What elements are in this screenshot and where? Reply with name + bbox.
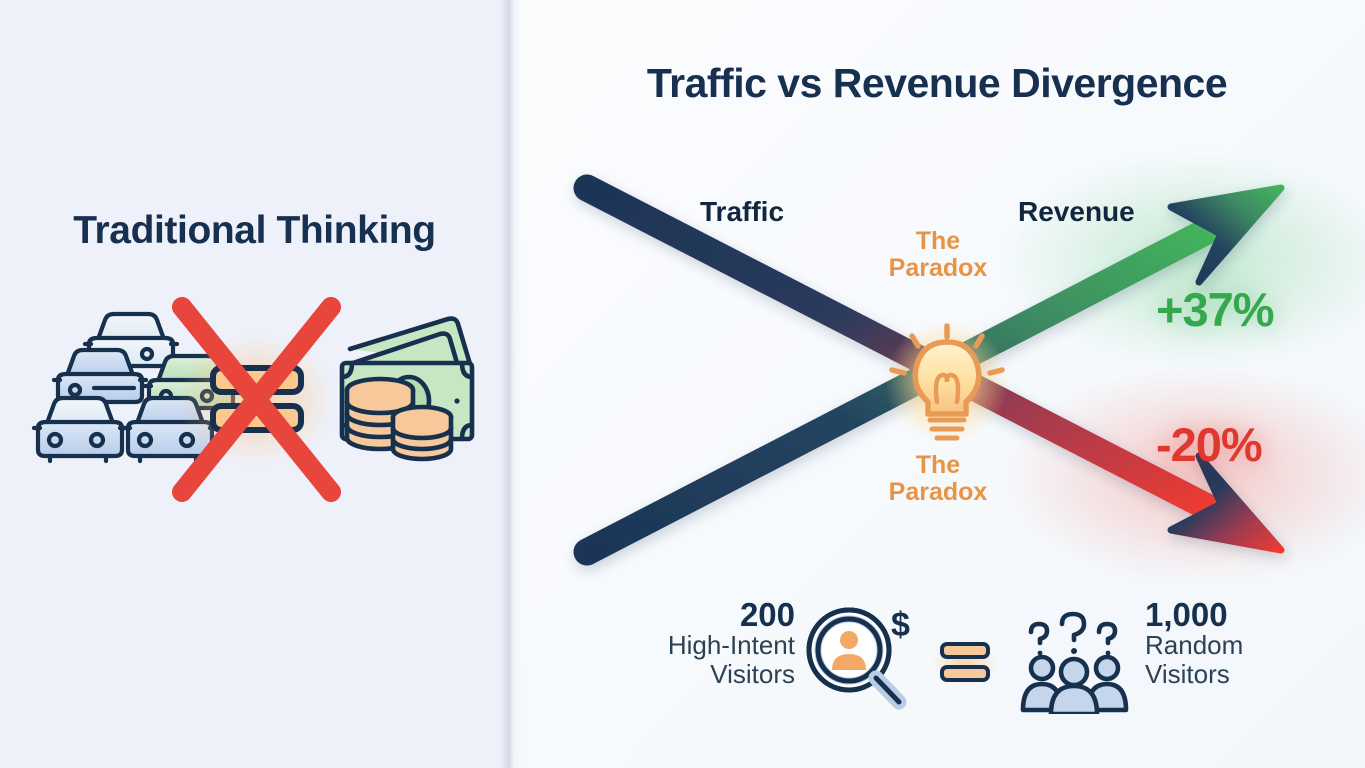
bulb-rays	[889, 323, 1005, 376]
red-halo	[999, 365, 1365, 585]
left-panel: Traditional Thinking	[0, 0, 509, 768]
paradox-label-top: The Paradox	[888, 227, 988, 282]
paradox-label-bottom: The Paradox	[888, 451, 988, 506]
red-x-cross-icon	[172, 297, 341, 502]
left-panel-title: Traditional Thinking	[73, 209, 436, 252]
dollar-symbol: $	[891, 606, 910, 644]
arrow-label-traffic: Traffic	[700, 196, 785, 227]
magnifier-person-dollar-icon: $	[806, 606, 910, 710]
equals-sign-icon	[932, 638, 998, 686]
revenue-delta-value: +37%	[1156, 283, 1275, 336]
page-title: Traffic vs Revenue Divergence	[646, 60, 1228, 106]
green-halo	[999, 150, 1365, 370]
question-marks	[1028, 611, 1118, 656]
people-question-marks-icon	[1020, 611, 1129, 714]
stat-random-visitors: 1,000 Random Visitors	[1145, 598, 1243, 689]
stat-random-number: 1,000	[1145, 596, 1228, 633]
stat-high-intent-text: 200 High-Intent Visitors	[668, 598, 795, 689]
stat-high-intent-label: High-Intent Visitors	[667, 630, 795, 690]
traffic-delta-value: -20%	[1156, 418, 1263, 471]
visitor-comparison: 200 High-Intent Visitors $	[560, 596, 1330, 726]
panel-divider	[500, 0, 522, 768]
traffic-not-equals-money-illustration	[31, 297, 475, 502]
cash-and-coins-icon	[339, 316, 475, 462]
lightbulb-idea-icon	[885, 322, 1009, 446]
arrow-label-revenue: Revenue	[1018, 196, 1135, 227]
stat-high-intent-number: 200	[739, 596, 795, 633]
stat-random-label: Random Visitors	[1145, 630, 1244, 690]
stat-high-intent: 200 High-Intent Visitors	[560, 596, 795, 724]
